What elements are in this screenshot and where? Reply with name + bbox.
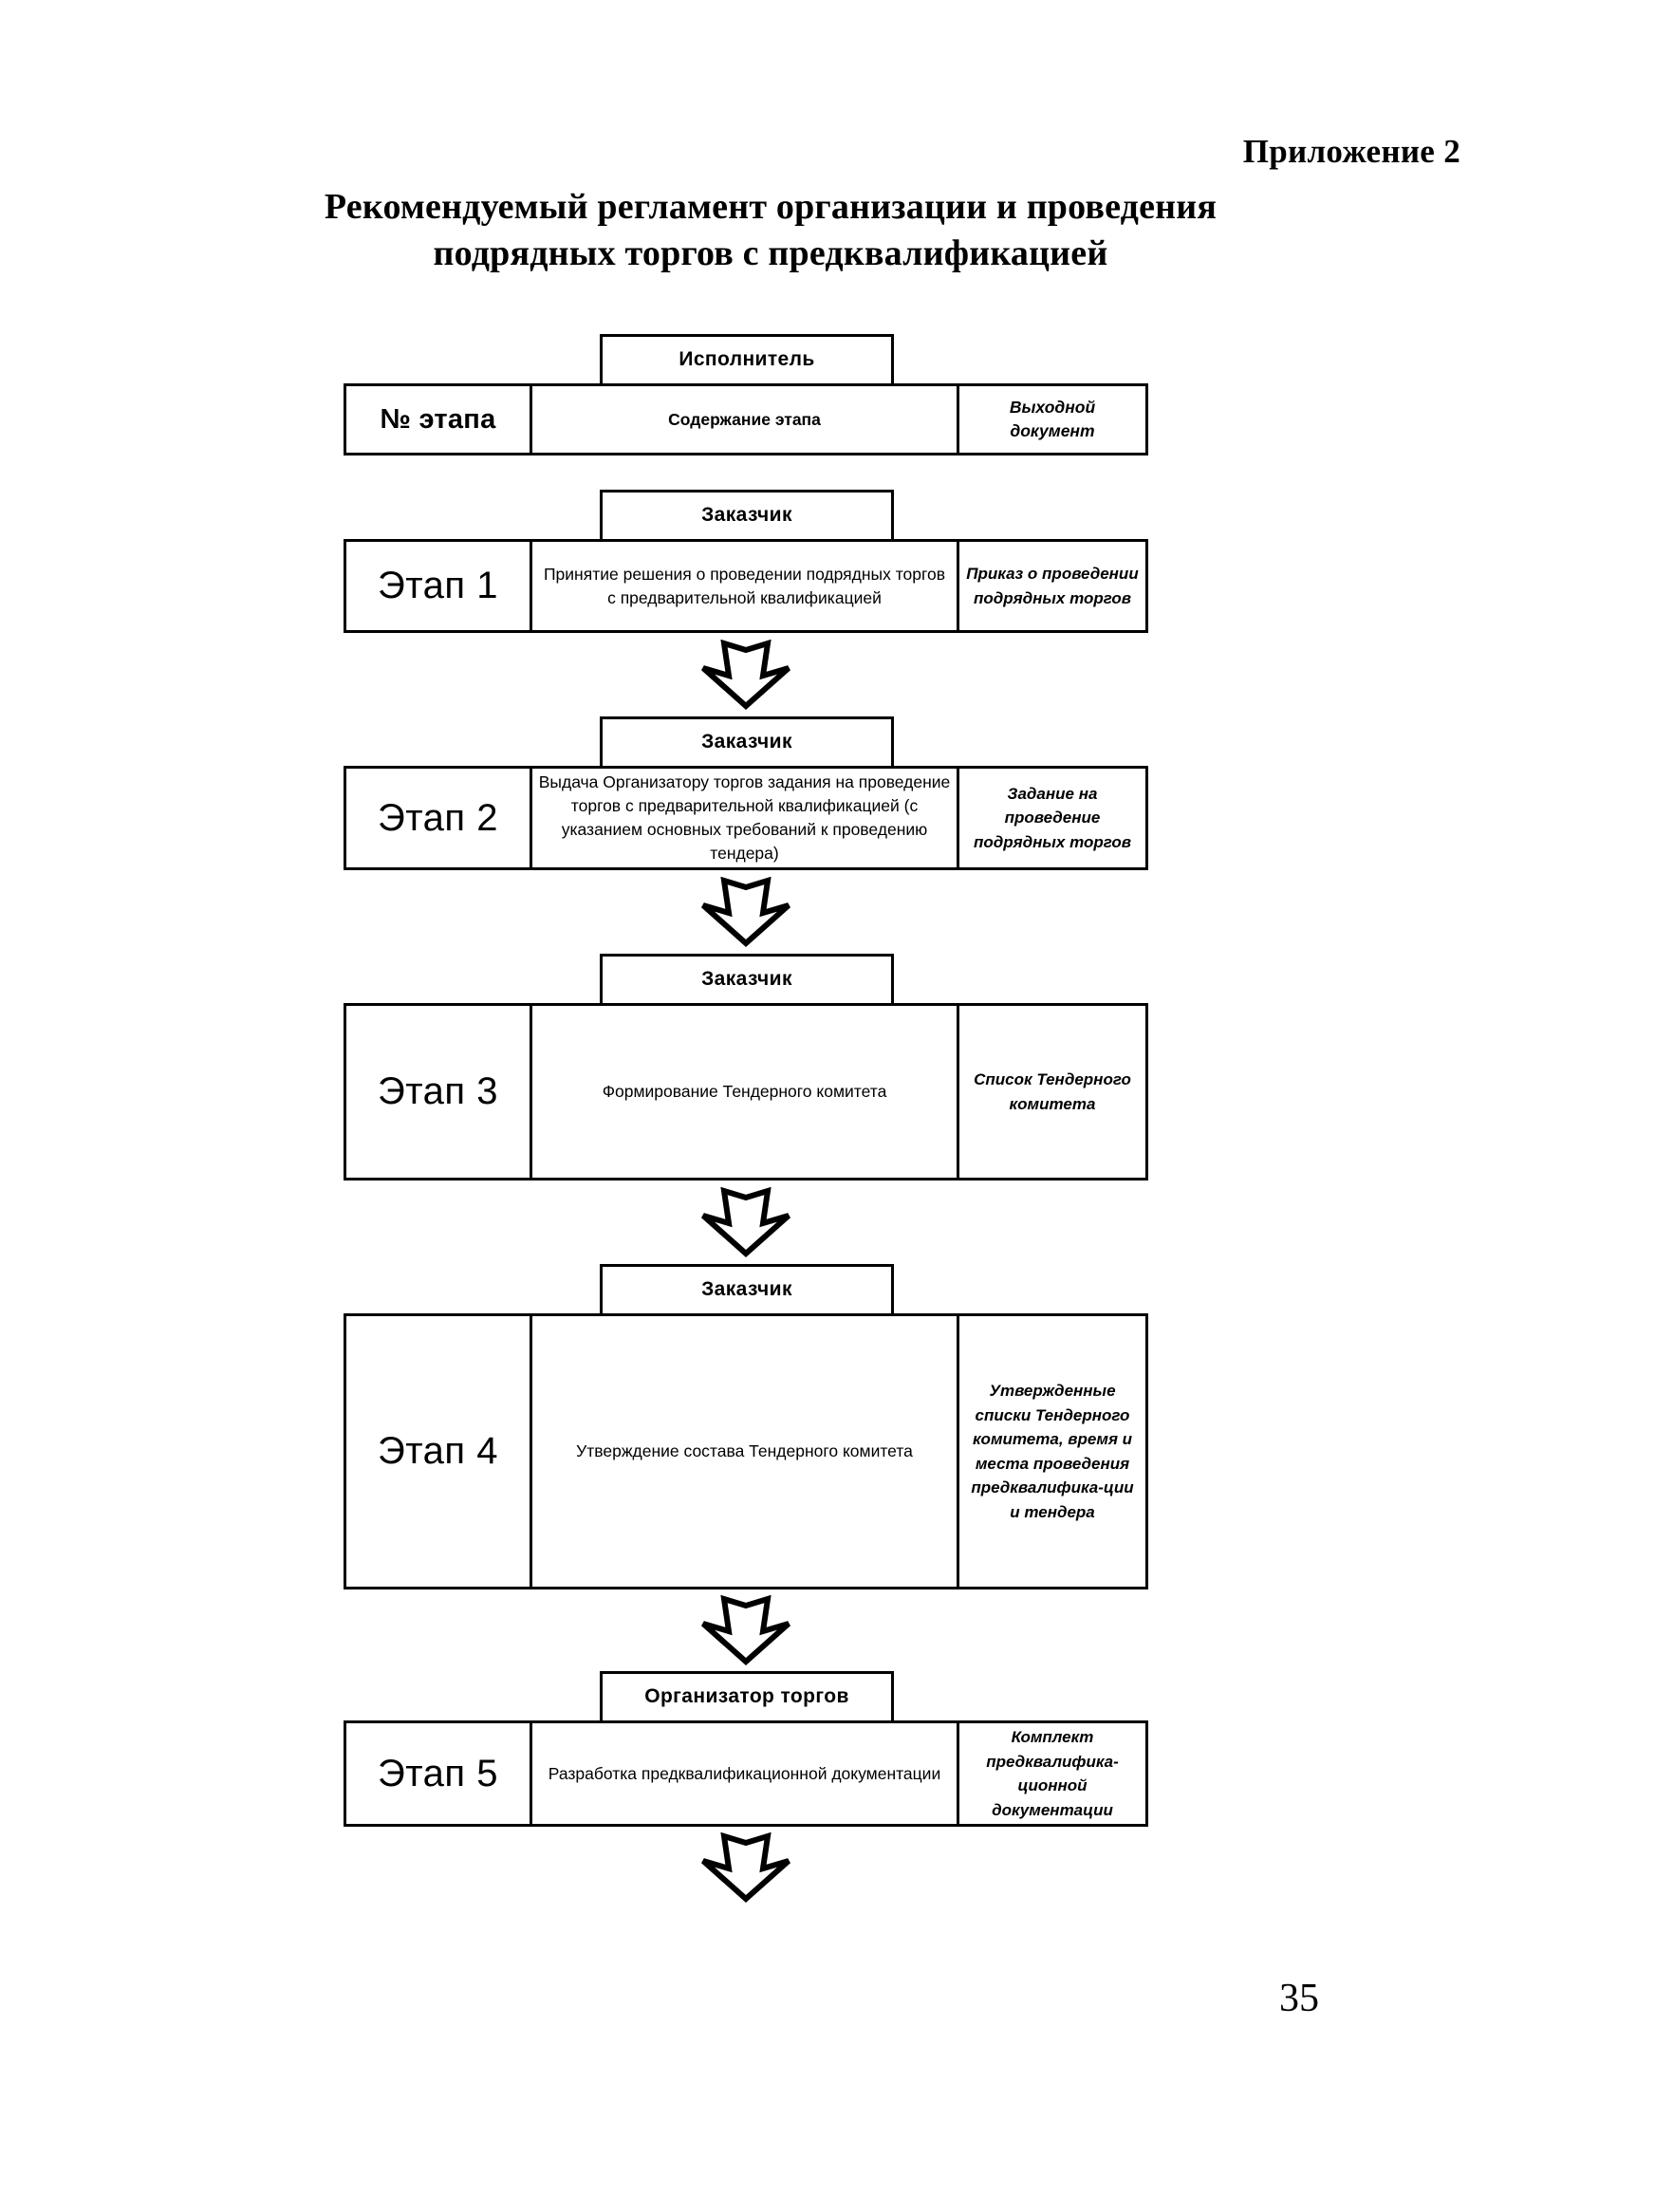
header-stage-number-label: № этапа — [380, 403, 496, 435]
stage-4-executor-label: Заказчик — [701, 1278, 792, 1300]
stage-row-5: Этап 5 Разработка предквалификационной д… — [344, 1720, 1148, 1827]
arrow-stage-5-continues — [344, 1827, 1148, 1908]
stage-1-executor-label: Заказчик — [701, 504, 792, 526]
header-executor-row: Исполнитель — [344, 334, 1148, 383]
stage-2-number-cell: Этап 2 — [346, 769, 532, 867]
stage-1-executor-box: Заказчик — [600, 490, 894, 539]
header-executor-box: Исполнитель — [600, 334, 894, 383]
down-arrow-icon — [701, 1187, 790, 1257]
header-output-document-label: Выходной документ — [1009, 397, 1096, 440]
stage-4-content-label: Утверждение состава Тендерного комитета — [576, 1441, 913, 1461]
header-cell-output-document: Выходной документ — [959, 386, 1145, 453]
stage-3-document-cell: Список Тендерного комитета — [959, 1006, 1145, 1178]
stage-3-executor-label: Заказчик — [701, 968, 792, 990]
stage-3-content-cell: Формирование Тендерного комитета — [532, 1006, 959, 1178]
stage-2-executor-label: Заказчик — [701, 731, 792, 753]
appendix-label: Приложение 2 — [1242, 133, 1460, 170]
arrow-stage-2-to-3 — [344, 870, 1148, 954]
stage-3-content-label: Формирование Тендерного комитета — [602, 1082, 887, 1102]
arrow-stage-4-to-5 — [344, 1589, 1148, 1671]
stage-4-document-label: Утвержденные списки Тендерного комитета,… — [971, 1382, 1134, 1521]
stage-1-document-label: Приказ о проведении подрядных торгов — [966, 565, 1139, 607]
down-arrow-icon — [701, 877, 790, 947]
title-block: Приложение 2 Рекомендуемый регламент орг… — [0, 133, 1655, 276]
stage-5-executor-box: Организатор торгов — [600, 1671, 894, 1720]
spacer-before-stage-1 — [344, 455, 1148, 490]
stage-1-content-cell: Принятие решения о проведении подрядных … — [532, 542, 959, 630]
stage-5-content-cell: Разработка предквалификационной документ… — [532, 1723, 959, 1824]
stage-3-document-label: Список Тендерного комитета — [974, 1070, 1131, 1113]
header-stage-content-label: Содержание этапа — [668, 409, 821, 429]
stage-5-document-label: Комплект предквалифика-ционной документа… — [986, 1728, 1119, 1819]
stage-5-document-cell: Комплект предквалифика-ционной документа… — [959, 1723, 1145, 1824]
stage-3-number-label: Этап 3 — [378, 1070, 498, 1112]
arrow-stage-3-to-4 — [344, 1180, 1148, 1264]
stage-1-document-cell: Приказ о проведении подрядных торгов — [959, 542, 1145, 630]
down-arrow-icon — [701, 1595, 790, 1665]
stage-row-1: Этап 1 Принятие решения о проведении под… — [344, 539, 1148, 633]
stage-5-executor-label: Организатор торгов — [644, 1685, 849, 1707]
stage-2-number-label: Этап 2 — [378, 796, 498, 839]
stage-1-number-cell: Этап 1 — [346, 542, 532, 630]
header-executor-label: Исполнитель — [679, 348, 815, 370]
page-number: 35 — [1279, 1977, 1319, 2020]
stage-row-3: Этап 3 Формирование Тендерного комитета … — [344, 1003, 1148, 1180]
table-header-row: № этапа Содержание этапа Выходной докуме… — [344, 383, 1148, 455]
stage-1-number-label: Этап 1 — [378, 565, 498, 606]
stage-row-4: Этап 4 Утверждение состава Тендерного ко… — [344, 1313, 1148, 1589]
stage-5-executor-row: Организатор торгов — [344, 1671, 1148, 1720]
stage-2-content-label: Выдача Организатору торгов задания на пр… — [538, 772, 951, 863]
stage-4-number-cell: Этап 4 — [346, 1316, 532, 1587]
header-cell-stage-number: № этапа — [346, 386, 532, 453]
stage-3-number-cell: Этап 3 — [346, 1006, 532, 1178]
page-title-line-2: подрядных торгов с предквалификацией — [433, 232, 1108, 273]
stage-1-executor-row: Заказчик — [344, 490, 1148, 539]
down-arrow-icon — [701, 640, 790, 710]
stage-2-executor-box: Заказчик — [600, 716, 894, 766]
stage-2-executor-row: Заказчик — [344, 716, 1148, 766]
stage-2-document-cell: Задание на проведение подрядных торгов — [959, 769, 1145, 867]
header-cell-stage-content: Содержание этапа — [532, 386, 959, 453]
stage-5-number-label: Этап 5 — [378, 1752, 498, 1794]
stage-4-number-label: Этап 4 — [378, 1430, 498, 1472]
stage-2-document-label: Задание на проведение подрядных торгов — [973, 784, 1132, 851]
stage-4-content-cell: Утверждение состава Тендерного комитета — [532, 1316, 959, 1587]
stage-4-document-cell: Утвержденные списки Тендерного комитета,… — [959, 1316, 1145, 1587]
stage-row-2: Этап 2 Выдача Организатору торгов задани… — [344, 766, 1148, 870]
stage-1-content-label: Принятие решения о проведении подрядных … — [543, 564, 946, 607]
stage-4-executor-row: Заказчик — [344, 1264, 1148, 1313]
stage-4-executor-box: Заказчик — [600, 1264, 894, 1313]
stage-2-content-cell: Выдача Организатору торгов задания на пр… — [532, 769, 959, 867]
page-title: Рекомендуемый регламент организации и пр… — [0, 184, 1655, 276]
stage-5-number-cell: Этап 5 — [346, 1723, 532, 1824]
stage-3-executor-row: Заказчик — [344, 954, 1148, 1003]
stage-3-executor-box: Заказчик — [600, 954, 894, 1003]
process-flowchart: Исполнитель № этапа Содержание этапа Вых… — [344, 334, 1148, 1908]
arrow-stage-1-to-2 — [344, 633, 1148, 716]
down-arrow-icon — [701, 1832, 790, 1903]
stage-5-content-label: Разработка предквалификационной документ… — [548, 1763, 941, 1783]
page-title-line-1: Рекомендуемый регламент организации и пр… — [324, 187, 1218, 227]
